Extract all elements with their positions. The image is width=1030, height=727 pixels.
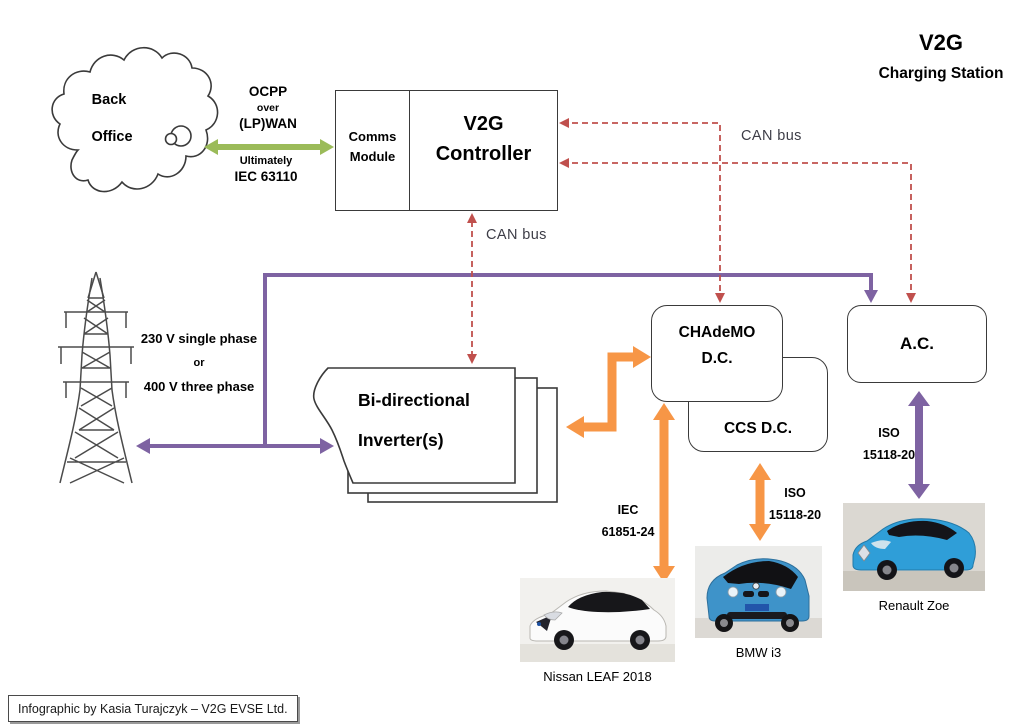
ac-box: A.C. <box>847 305 987 383</box>
ac-label: A.C. <box>900 334 934 353</box>
lpwan-label: (LP)WAN <box>239 116 297 131</box>
iso-15118-ccs-label: ISO 15118-20 <box>768 486 822 522</box>
can-bus-dashed-controller-inverter <box>467 213 477 364</box>
inverters-label: Inverter(s) <box>358 430 444 450</box>
can-bus-dashed-controller-chademo <box>559 118 725 303</box>
comms-module-cell: Comms Module <box>336 91 410 210</box>
back-office-line2: Office <box>91 129 133 145</box>
single-phase-label: 230 V single phase <box>140 331 258 346</box>
comms-label: Comms <box>348 129 397 144</box>
nissan-leaf-photo <box>520 578 675 662</box>
iso-15118-ac-label: ISO 15118-20 <box>862 426 916 462</box>
over-label: over <box>256 102 280 114</box>
chademo-box: CHAdeMO D.C. <box>651 305 783 402</box>
wan-link-top-labels: OCPP over (LP)WAN <box>239 84 297 131</box>
ocpp-label: OCPP <box>248 84 288 99</box>
nissan-leaf-figure: Nissan LEAF 2018 <box>520 578 675 684</box>
page-title: V2G Charging Station <box>879 30 1004 83</box>
renault-zoe-figure: Renault Zoe <box>843 503 985 613</box>
ultimately-label: Ultimately <box>239 155 293 167</box>
ocpp-link-arrow <box>204 139 334 155</box>
footer-credit-text: Infographic by Kasia Turajczyk – V2G EVS… <box>18 701 288 716</box>
renault-zoe-caption: Renault Zoe <box>878 598 950 613</box>
grid-voltage-labels: 230 V single phase or 400 V three phase <box>141 331 257 394</box>
nissan-leaf-caption: Nissan LEAF 2018 <box>543 669 652 684</box>
chademo-vehicle-arrow <box>653 403 675 583</box>
or-label: or <box>193 357 205 369</box>
bmw-i3-figure: BMW i3 <box>695 546 822 660</box>
controller-box: Comms Module V2G Controller <box>335 90 558 211</box>
v2g-label: V2G <box>463 113 504 135</box>
can-bus-label-controller: CAN bus <box>486 227 547 243</box>
cloud-icon <box>51 46 219 193</box>
bmw-i3-photo <box>695 546 822 638</box>
grid-power-line <box>136 273 878 454</box>
inverter-chademo-arrow <box>566 346 651 438</box>
ccs-vehicle-arrow <box>749 463 771 541</box>
v2g-controller-cell: V2G Controller <box>410 91 557 210</box>
inverter-labels: Bi-directional Inverter(s) <box>358 390 470 451</box>
iec63110-label: IEC 63110 <box>234 169 298 184</box>
module-label: Module <box>349 149 396 164</box>
ccs-label: CCS D.C. <box>723 420 793 437</box>
can-bus-dashed-controller-ac <box>559 158 916 303</box>
controller-label: Controller <box>435 143 532 165</box>
title-main: V2G <box>918 30 964 55</box>
chademo-label: CHAdeMO <box>678 323 756 341</box>
three-phase-label: 400 V three phase <box>143 379 255 394</box>
wan-link-bottom-labels: Ultimately IEC 63110 <box>234 155 297 184</box>
bidirectional-label: Bi-directional <box>358 390 470 410</box>
inverter-shape <box>312 367 558 503</box>
ac-vehicle-arrow <box>908 391 930 499</box>
bmw-i3-caption: BMW i3 <box>735 645 782 660</box>
iec-61851-label: IEC 61851-24 <box>601 503 655 539</box>
title-sub: Charging Station <box>878 65 1004 82</box>
back-office-line1: Back <box>91 92 127 108</box>
footer-credit-box: Infographic by Kasia Turajczyk – V2G EVS… <box>8 695 298 722</box>
grid-pylon-icon <box>58 271 134 484</box>
renault-zoe-photo <box>843 503 985 591</box>
can-bus-label-right: CAN bus <box>741 128 802 144</box>
chademo-dc-label: D.C. <box>701 349 733 367</box>
